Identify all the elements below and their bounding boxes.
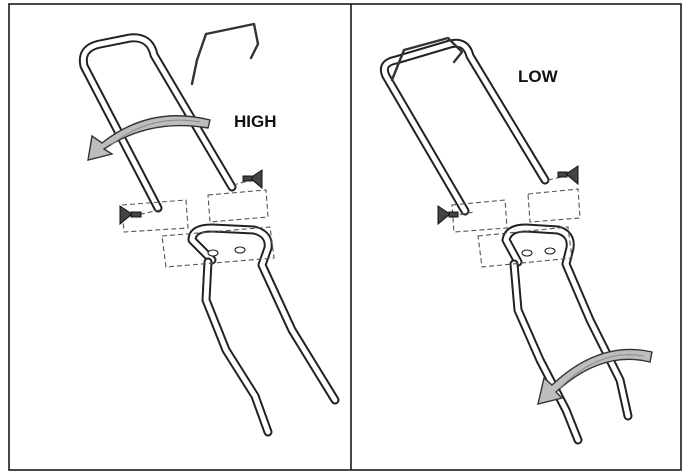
fold-arrow-icon	[87, 115, 211, 161]
height-label-low: LOW	[518, 67, 559, 86]
bolt-right	[234, 246, 246, 254]
height-label-high: HIGH	[234, 112, 277, 131]
alignment-box-lower	[477, 226, 573, 268]
knob-left	[119, 205, 161, 226]
bolt-left	[521, 249, 533, 257]
knob-right	[547, 165, 579, 186]
knob-left	[437, 205, 475, 226]
panel-high: HIGH	[78, 22, 340, 437]
lower-handle	[187, 223, 340, 437]
alignment-box-lower	[161, 226, 275, 268]
knob-right	[232, 169, 263, 190]
bolt-left	[207, 249, 219, 257]
bolt-right	[544, 247, 556, 255]
cable-guide-bracket	[390, 36, 464, 82]
panel-low: LOW	[379, 36, 653, 445]
alignment-box-right	[527, 188, 581, 223]
alignment-box-right	[207, 189, 269, 223]
fold-arrow-icon	[537, 348, 653, 405]
upper-handle	[78, 33, 237, 213]
upper-handle	[379, 38, 550, 216]
alignment-box-left	[121, 199, 189, 233]
alignment-box-left	[451, 199, 508, 233]
lower-handle	[501, 223, 633, 445]
cable-guide-bracket	[190, 22, 260, 86]
diagram-frame	[8, 3, 682, 471]
